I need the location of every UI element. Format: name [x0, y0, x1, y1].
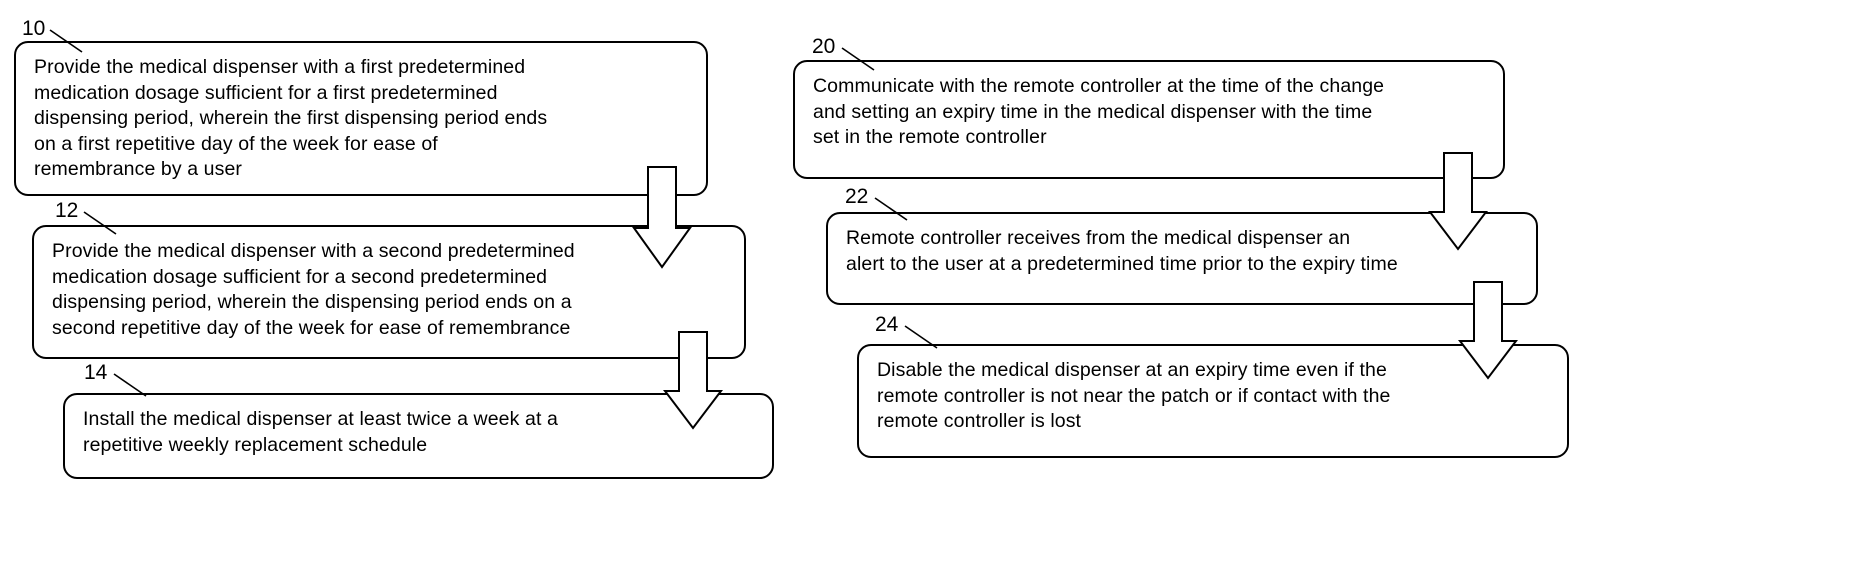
- leader-line-12: [82, 210, 122, 238]
- step-box-14-text: Install the medical dispenser at least t…: [83, 408, 558, 456]
- step-box-20-text: Communicate with the remote controller a…: [813, 75, 1385, 148]
- step-box-12-text: Provide the medical dispenser with a sec…: [52, 240, 575, 339]
- reference-label-20: 20: [812, 35, 836, 58]
- step-box-20[interactable]: Communicate with the remote controller a…: [793, 60, 1505, 179]
- leader-line-24: [903, 324, 943, 352]
- arrow-20-to-22: [1428, 152, 1488, 252]
- reference-label-24: 24: [875, 313, 899, 336]
- arrow-10-to-12: [632, 166, 692, 270]
- leader-line-14: [112, 372, 152, 400]
- leader-line-10: [48, 28, 88, 56]
- leader-line-20: [840, 46, 880, 74]
- arrow-12-to-14: [663, 331, 723, 431]
- step-box-24[interactable]: Disable the medical dispenser at an expi…: [857, 344, 1569, 458]
- step-box-24-text: Disable the medical dispenser at an expi…: [877, 359, 1391, 432]
- reference-label-22: 22: [845, 185, 869, 208]
- step-box-10[interactable]: Provide the medical dispenser with a fir…: [14, 41, 708, 196]
- reference-label-14: 14: [84, 361, 108, 384]
- reference-label-12: 12: [55, 199, 79, 222]
- arrow-22-to-24: [1458, 281, 1518, 381]
- step-box-14[interactable]: Install the medical dispenser at least t…: [63, 393, 774, 479]
- step-box-22-text: Remote controller receives from the medi…: [846, 227, 1398, 275]
- leader-line-22: [873, 196, 913, 224]
- step-box-10-text: Provide the medical dispenser with a fir…: [34, 56, 548, 180]
- step-box-22[interactable]: Remote controller receives from the medi…: [826, 212, 1538, 305]
- reference-label-10: 10: [22, 17, 46, 40]
- step-box-12[interactable]: Provide the medical dispenser with a sec…: [32, 225, 746, 359]
